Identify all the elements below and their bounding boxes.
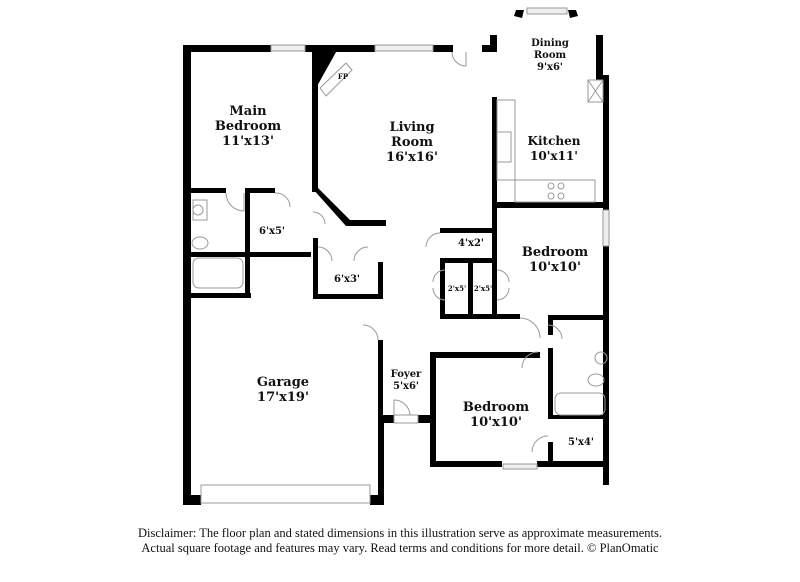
room-name: Main [229,104,267,119]
room-label-kitchen: Kitchen 10'x11' [528,134,581,164]
room-name: Dining [531,38,569,49]
room-name: Foyer [390,369,422,380]
room-name: Room [391,135,433,150]
room-label-closet-2x5-a: 2'x5' [448,284,466,293]
disclaimer-line: Actual square footage and features may v… [141,541,659,555]
room-size: 2'x5' [447,284,467,293]
room-name: Bedroom [521,245,589,260]
disclaimer: Disclaimer: The floor plan and stated di… [0,526,800,556]
room-label-garage: Garage 17'x19' [257,375,309,405]
room-size: 10'x11' [530,149,578,163]
room-label-closet-4x2: 4'x2' [458,238,484,250]
room-label-closet-5x4: 5'x4' [568,437,594,449]
room-label-closet-2x5-b: 2'x5' [474,284,492,293]
room-size: 5'x4' [567,437,595,448]
room-label-dining-room: Dining Room 9'x6' [531,38,569,74]
room-label-bedroom-2: Bedroom 10'x10' [522,245,588,275]
room-size: 6'x5' [258,226,286,237]
room-name: Bedroom [462,400,530,415]
disclaimer-line: Disclaimer: The floor plan and stated di… [138,526,662,540]
walls [183,10,609,505]
room-name: Kitchen [527,134,581,148]
room-size: 10'x10' [470,415,522,430]
room-label-closet-6x5: 6'x5' [259,226,285,238]
room-size: 5'x6' [392,381,420,392]
room-size: 2'x5' [473,284,493,293]
room-size: 9'x6' [536,62,563,73]
fireplace-label: FP [338,72,348,81]
room-size: 17'x19' [257,390,309,405]
room-size: 11'x13' [222,134,274,149]
room-name: Bedroom [214,119,282,134]
room-label-bedroom-3: Bedroom 10'x10' [463,400,529,430]
room-label-closet-6x3: 6'x3' [334,274,360,286]
fireplace-text: FP [337,72,349,81]
room-name: Garage [256,375,310,390]
room-name: Living [389,120,435,135]
room-size: 6'x3' [333,274,361,285]
room-size: 10'x10' [529,260,581,275]
room-label-main-bedroom: Main Bedroom 11'x13' [215,104,281,149]
room-size: 4'x2' [457,238,485,249]
room-size: 16'x16' [386,150,438,165]
fixtures [191,51,608,453]
room-name: Room [533,50,567,61]
windows [200,7,610,504]
room-label-foyer: Foyer 5'x6' [391,369,422,393]
room-label-living-room: Living Room 16'x16' [386,120,438,165]
